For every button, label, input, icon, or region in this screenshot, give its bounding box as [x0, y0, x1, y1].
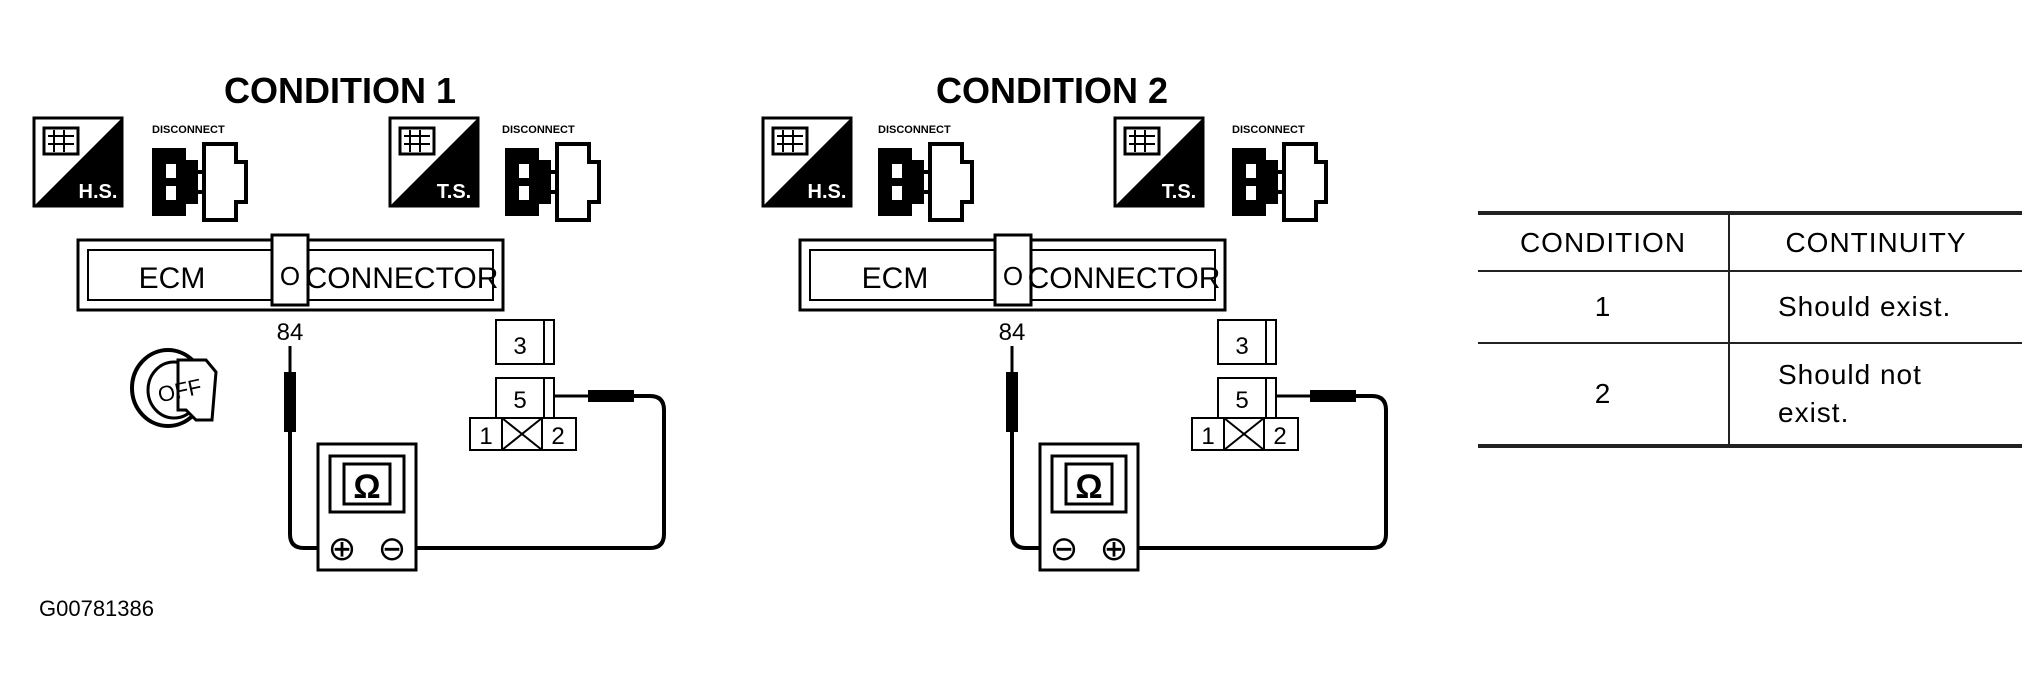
pin-2-label: 2 [1273, 423, 1286, 450]
condition-2-panel: CONDITION 2 H.S. DISCONNECT T.S. DISCONN… [761, 70, 1388, 572]
header-condition: CONDITION [1478, 211, 1730, 272]
harness-connector-pins: 3 5 1 2 [469, 319, 577, 451]
test-leads [1006, 346, 1388, 550]
test-leads [284, 346, 666, 550]
cell-continuity-line: exist. [1778, 397, 1850, 428]
hs-icon-label: H.S. [79, 181, 118, 203]
cell-continuity: Should exist. [1729, 271, 2022, 344]
ohmmeter: Ω ⊕ ⊖ [316, 442, 418, 572]
table-row: 2 Should not exist. [1478, 343, 2022, 448]
pin-1-label: 1 [1201, 423, 1214, 450]
pin-5-label: 5 [513, 387, 526, 414]
disconnect-label: DISCONNECT [502, 124, 575, 136]
connector-center-mark: O [280, 261, 300, 291]
ohm-symbol: Ω [1075, 468, 1102, 506]
meter-terminal-right: ⊕ [1100, 530, 1129, 568]
ecm-connector: ECM O CONNECTOR [76, 233, 505, 312]
ecm-label: ECM [862, 262, 929, 295]
ohmmeter: Ω ⊖ ⊕ [1038, 442, 1140, 572]
ecm-label: ECM [139, 262, 206, 295]
disconnect-connector-icon [503, 142, 601, 222]
ts-tool-icon: T.S. [1113, 116, 1205, 208]
disconnect-connector-icon [1230, 142, 1328, 222]
hs-tool-icon: H.S. [761, 116, 853, 208]
cell-condition: 1 [1478, 271, 1730, 344]
condition-2-title: CONDITION 2 [936, 70, 1168, 111]
disconnect-label: DISCONNECT [152, 124, 225, 136]
pin-3-label: 3 [1235, 333, 1248, 360]
condition-1-title: CONDITION 1 [224, 70, 456, 111]
cell-condition: 2 [1478, 343, 1730, 448]
harness-connector-pins: 3 5 1 2 [1191, 319, 1299, 451]
pin-2-label: 2 [551, 423, 564, 450]
table-row: 1 Should exist. [1478, 271, 2022, 344]
disconnect-label: DISCONNECT [1232, 124, 1305, 136]
disconnect-connector-icon [876, 142, 974, 222]
meter-terminal-right: ⊖ [378, 530, 407, 568]
pin-3-label: 3 [513, 333, 526, 360]
table-header-row: CONDITION CONTINUITY [1478, 211, 2022, 272]
connector-center-mark: O [1003, 261, 1023, 291]
cell-continuity: Should not exist. [1729, 343, 2022, 448]
ts-icon-label: T.S. [1162, 181, 1196, 203]
connector-label: CONNECTOR [1028, 262, 1221, 295]
terminal-84-label: 84 [277, 319, 304, 346]
pin-5-label: 5 [1235, 387, 1248, 414]
continuity-table: CONDITION CONTINUITY 1 Should exist. 2 S… [1478, 211, 2022, 448]
hs-icon-label: H.S. [808, 181, 847, 203]
meter-terminal-left: ⊕ [328, 530, 357, 568]
header-continuity: CONTINUITY [1729, 211, 2022, 272]
ignition-key-off-icon: OFF [130, 348, 218, 428]
hs-tool-icon: H.S. [32, 116, 124, 208]
ts-icon-label: T.S. [437, 181, 471, 203]
disconnect-connector-icon [150, 142, 248, 222]
condition-1-panel: CONDITION 1 H.S. DISCONNECT T.S. DISCONN… [32, 70, 666, 572]
cell-continuity-line: Should not [1778, 359, 1922, 390]
ohm-symbol: Ω [353, 468, 380, 506]
figure-id: G00781386 [39, 596, 154, 621]
pin-1-label: 1 [479, 423, 492, 450]
connector-label: CONNECTOR [306, 262, 499, 295]
ecm-connector: ECM O CONNECTOR [798, 233, 1227, 312]
ts-tool-icon: T.S. [388, 116, 480, 208]
disconnect-label: DISCONNECT [878, 124, 951, 136]
meter-terminal-left: ⊖ [1050, 530, 1079, 568]
terminal-84-label: 84 [999, 319, 1026, 346]
